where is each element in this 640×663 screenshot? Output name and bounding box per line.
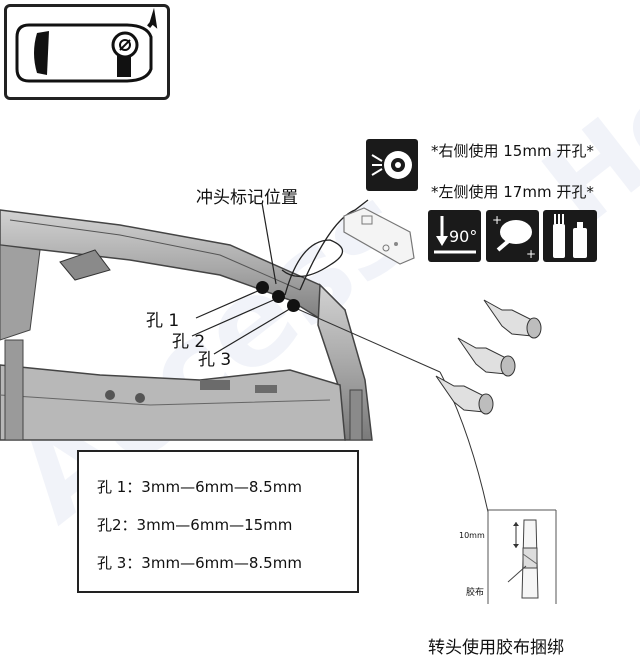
tailgate-frame-illustration bbox=[0, 209, 373, 441]
sealant-cans-icon bbox=[543, 210, 597, 262]
hole-2-label: 孔 2 bbox=[172, 332, 206, 352]
hole-1-spec: 孔 1：3mm—6mm—8.5mm bbox=[97, 478, 302, 496]
hole-2-spec: 孔2：3mm—6mm—15mm bbox=[97, 516, 293, 534]
vehicle-location-icon bbox=[4, 4, 170, 100]
angle-90-icon: 90° bbox=[428, 210, 481, 262]
step-drill-bits-illustration bbox=[435, 299, 542, 415]
tape-label: 胶布 bbox=[466, 588, 485, 598]
svg-text:+: + bbox=[526, 247, 536, 261]
angle-90-value: 90° bbox=[449, 227, 478, 246]
eye-protection-icon bbox=[366, 139, 418, 191]
hole-2-marker bbox=[272, 290, 285, 303]
bracket-part-illustration bbox=[343, 207, 415, 265]
punch-mark-label: 冲头标记位置 bbox=[196, 188, 298, 208]
hole-3-label: 孔 3 bbox=[198, 350, 232, 370]
hole-3-marker bbox=[287, 299, 300, 312]
hole-spec-box: 孔 1：3mm—6mm—8.5mm 孔2：3mm—6mm—15mm 孔 3：3m… bbox=[77, 450, 359, 593]
hole-3-spec: 孔 3：3mm—6mm—8.5mm bbox=[97, 554, 302, 572]
vacuum-cleaner-icon: + + bbox=[486, 210, 539, 262]
tape-dimension-label: 10mm bbox=[459, 531, 485, 540]
hole-1-label: 孔 1 bbox=[146, 311, 180, 331]
drill-tape-caption: 转头使用胶布捆绑 bbox=[428, 638, 564, 658]
left-side-instruction: *左侧使用 17mm 开孔* bbox=[431, 183, 594, 201]
svg-text:+: + bbox=[492, 213, 502, 227]
hole-1-marker bbox=[256, 281, 269, 294]
right-side-instruction: *右侧使用 15mm 开孔* bbox=[431, 142, 594, 160]
tape-detail-frame bbox=[487, 509, 557, 604]
